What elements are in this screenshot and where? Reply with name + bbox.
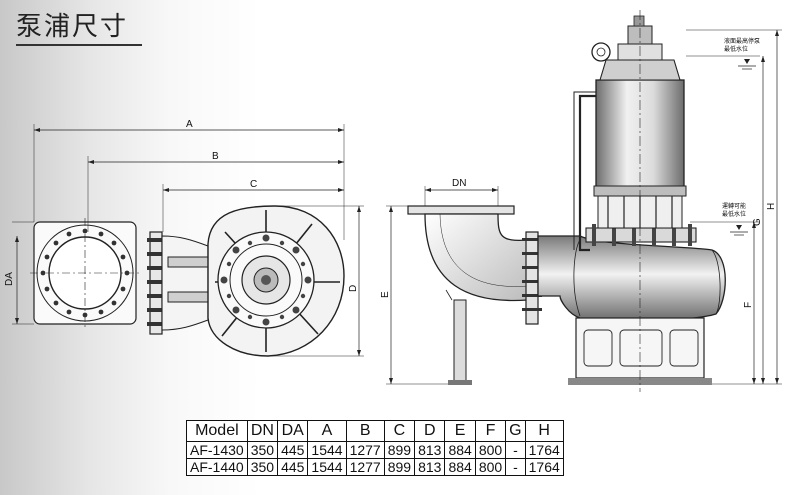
header-g: G bbox=[505, 420, 526, 442]
cell-g: - bbox=[505, 458, 526, 476]
dim-label-dn: DN bbox=[452, 178, 466, 189]
cell-h: 1764 bbox=[524, 458, 564, 476]
run-level-note-line2: 最低水位 bbox=[722, 210, 746, 218]
cell-dn: 350 bbox=[246, 441, 279, 459]
cell-h: 1764 bbox=[524, 441, 564, 459]
stop-level-note-line2: 最低水位 bbox=[724, 45, 748, 53]
cell-c: 899 bbox=[383, 441, 416, 459]
pump-plan-view bbox=[33, 124, 364, 357]
dim-label-b: B bbox=[212, 151, 219, 162]
cell-da: 445 bbox=[277, 458, 309, 476]
cell-da: 445 bbox=[277, 441, 309, 459]
header-f: F bbox=[474, 420, 507, 442]
cell-model: AF-1430 bbox=[186, 441, 248, 459]
cell-f: 800 bbox=[474, 458, 507, 476]
cell-dn: 350 bbox=[246, 458, 279, 476]
dim-label-g: G bbox=[752, 218, 763, 226]
cell-b: 1277 bbox=[345, 441, 385, 459]
dim-label-e: E bbox=[380, 291, 391, 298]
dim-label-c: C bbox=[250, 179, 257, 190]
cell-e: 884 bbox=[444, 458, 476, 476]
header-e: E bbox=[444, 420, 476, 442]
cell-a: 1544 bbox=[307, 441, 347, 459]
cell-model: AF-1440 bbox=[186, 458, 248, 476]
cell-d: 813 bbox=[414, 441, 446, 459]
stop-level-note-line1: 液面最高停泵 bbox=[724, 37, 760, 45]
page-title: 泵浦尺寸 bbox=[16, 12, 129, 42]
table-row: AF-1440 350 445 1544 1277 899 813 884 80… bbox=[186, 458, 564, 476]
pump-side-elevation bbox=[386, 10, 782, 392]
header-h: H bbox=[524, 420, 564, 442]
table-row: AF-1430 350 445 1544 1277 899 813 884 80… bbox=[186, 441, 564, 459]
cell-c: 899 bbox=[383, 458, 416, 476]
title-underline bbox=[16, 44, 142, 46]
header-dn: DN bbox=[246, 420, 279, 442]
cell-e: 884 bbox=[444, 441, 476, 459]
header-c: C bbox=[383, 420, 416, 442]
cell-b: 1277 bbox=[345, 458, 385, 476]
cell-g: - bbox=[505, 441, 526, 459]
dim-label-a: A bbox=[186, 119, 193, 130]
run-level-note-line1: 運轉可能 bbox=[722, 202, 746, 210]
discharge-flange-front-view bbox=[12, 218, 140, 328]
header-da: DA bbox=[277, 420, 309, 442]
dim-label-h: H bbox=[766, 203, 777, 210]
header-a: A bbox=[307, 420, 347, 442]
dim-label-da: DA bbox=[4, 272, 15, 286]
dim-label-d: D bbox=[348, 285, 359, 292]
dim-label-f: F bbox=[743, 302, 754, 308]
header-b: B bbox=[345, 420, 385, 442]
cell-f: 800 bbox=[474, 441, 507, 459]
dimension-table: Model DN DA A B C D E F G H AF-1430 350 … bbox=[186, 420, 564, 476]
cell-a: 1544 bbox=[307, 458, 347, 476]
cell-d: 813 bbox=[414, 458, 446, 476]
header-d: D bbox=[414, 420, 446, 442]
header-model: Model bbox=[186, 420, 248, 442]
table-header-row: Model DN DA A B C D E F G H bbox=[186, 420, 564, 442]
